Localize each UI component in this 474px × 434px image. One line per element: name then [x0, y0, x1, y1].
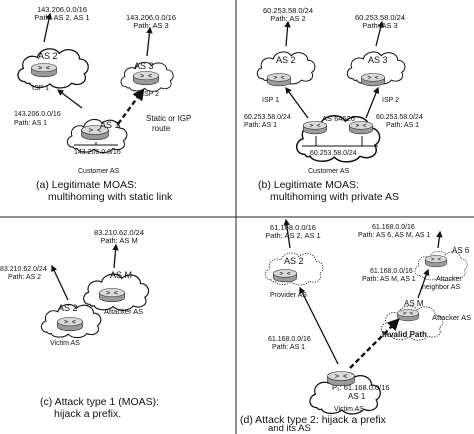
c-as2-path-label: Path: AS 2: [8, 274, 42, 281]
b-inner-prefix: 60.253.58.0/24: [310, 150, 357, 157]
as3-prefix-label: 143.206.0.0/16: [125, 13, 177, 22]
c-asm-path-label: Path: AS M: [100, 236, 138, 245]
d-invalid-path-label: Invalid Path: [382, 330, 427, 339]
as2-path-label: Path: AS 2, AS 1: [34, 13, 90, 22]
d-as6-label: AS 6: [452, 246, 470, 255]
c-asm-label: AS M: [110, 270, 133, 280]
as1-inner-prefix: 143.206.0.0/16: [74, 149, 121, 156]
caption-b-line2: multihoming with private AS: [270, 191, 399, 203]
d-as1-inner-prefix: P₁: 61.168.0.0/16: [332, 383, 390, 392]
b-as3-label: AS 3: [368, 55, 388, 65]
as2-prefix-label: 143.206.0.0/16: [36, 5, 88, 14]
caption-a-line1: (a) Legitimate MOAS:: [36, 179, 137, 191]
caption-c-line2: hijack a prefix.: [54, 408, 122, 420]
b-isp1-label: ISP 1: [262, 97, 279, 104]
caption-d-line2: and its AS: [268, 423, 311, 434]
b-private-as-label: AS 64626: [322, 114, 355, 123]
d-as6-prefix-label: 61.168.0.0/16: [372, 224, 415, 231]
as1-path-label: Path: AS 1: [14, 120, 48, 127]
d-as1-prefix-label: 61.168.0.0/16: [268, 336, 311, 343]
panel-d: [264, 218, 468, 415]
d-attacker-as-label: Attacker AS: [432, 313, 472, 322]
d-as2-prefix-label: 61.168.0.0/16: [270, 223, 316, 232]
d-as2-path-label: Path: AS 2, AS 1: [265, 231, 321, 240]
panel-b: [256, 20, 406, 163]
as1-label: AS 1: [100, 120, 120, 130]
c-attacker-as-label: Attacker AS: [104, 307, 144, 316]
b-left-prefix: 60.253.58.0/24: [244, 114, 291, 121]
d-as2-label: AS 2: [284, 256, 304, 266]
isp1-label: ISP 1: [32, 85, 49, 92]
b-right-path: Path: AS 1: [386, 122, 420, 129]
c-as2-prefix-label: 83.210.62.0/24: [0, 266, 47, 273]
caption-c-line1: (c) Attack type 1 (MOAS):: [40, 396, 160, 408]
isp2-label: ISP 2: [142, 91, 159, 98]
b-as2-prefix-label: 60.253.58.0/24: [262, 6, 314, 15]
static-route-label-1: Static or IGP: [146, 114, 192, 123]
panel-a: [17, 12, 174, 154]
b-right-prefix: 60.253.58.0/24: [376, 114, 423, 121]
d-provider-as-label: Provider AS: [270, 292, 307, 299]
panel-c: [40, 243, 150, 339]
d-asm-prefix-label: 61.168.0.0/16: [370, 268, 413, 275]
caption-b-line1: (b) Legitimate MOAS:: [258, 179, 359, 191]
b-isp2-label: ISP 2: [382, 97, 399, 104]
b-left-path: Path: AS 1: [244, 122, 278, 129]
as3-path-label: Path: AS 3: [133, 21, 169, 30]
d-as6-name-line1: Attacker: [436, 276, 462, 283]
d-as1-label: AS 1: [348, 392, 366, 401]
d-as6-name-line2: neighbor AS: [422, 284, 461, 291]
c-as2-label: AS 2: [58, 303, 78, 313]
as3-label: AS 3: [134, 61, 154, 71]
d-asm-label: AS M: [404, 299, 424, 308]
b-as3-prefix-label: 60.253.58.0/24: [354, 13, 406, 22]
as2-label: AS 2: [38, 51, 58, 61]
d-victim-as-label: Victim AS: [334, 406, 364, 413]
static-route-label-2: route: [152, 124, 171, 133]
d-asm-path-label: Path: AS M, AS 1: [362, 276, 416, 283]
d-as1-path-label: Path: AS 1: [272, 344, 306, 351]
customer-as-label: Customer AS: [78, 168, 120, 175]
b-customer-as-label: Customer AS: [308, 168, 350, 175]
caption-a-line2: multihoming with static link: [48, 191, 173, 203]
as1-prefix-label: 143.206.0.0/16: [14, 111, 61, 118]
d-as6-path-label: Path: AS 6, AS M, AS 1: [358, 232, 431, 239]
b-as2-path-label: Path: AS 2: [270, 14, 306, 23]
c-asm-prefix-label: 83.210.62.0/24: [93, 228, 145, 237]
c-victim-as-label: Victim AS: [50, 340, 80, 347]
b-as2-label: AS 2: [276, 55, 296, 65]
b-as3-path-label: Path: AS 3: [362, 21, 398, 30]
caption-d-line1: (d) Attack type 2: hijack a prefix: [240, 414, 386, 426]
